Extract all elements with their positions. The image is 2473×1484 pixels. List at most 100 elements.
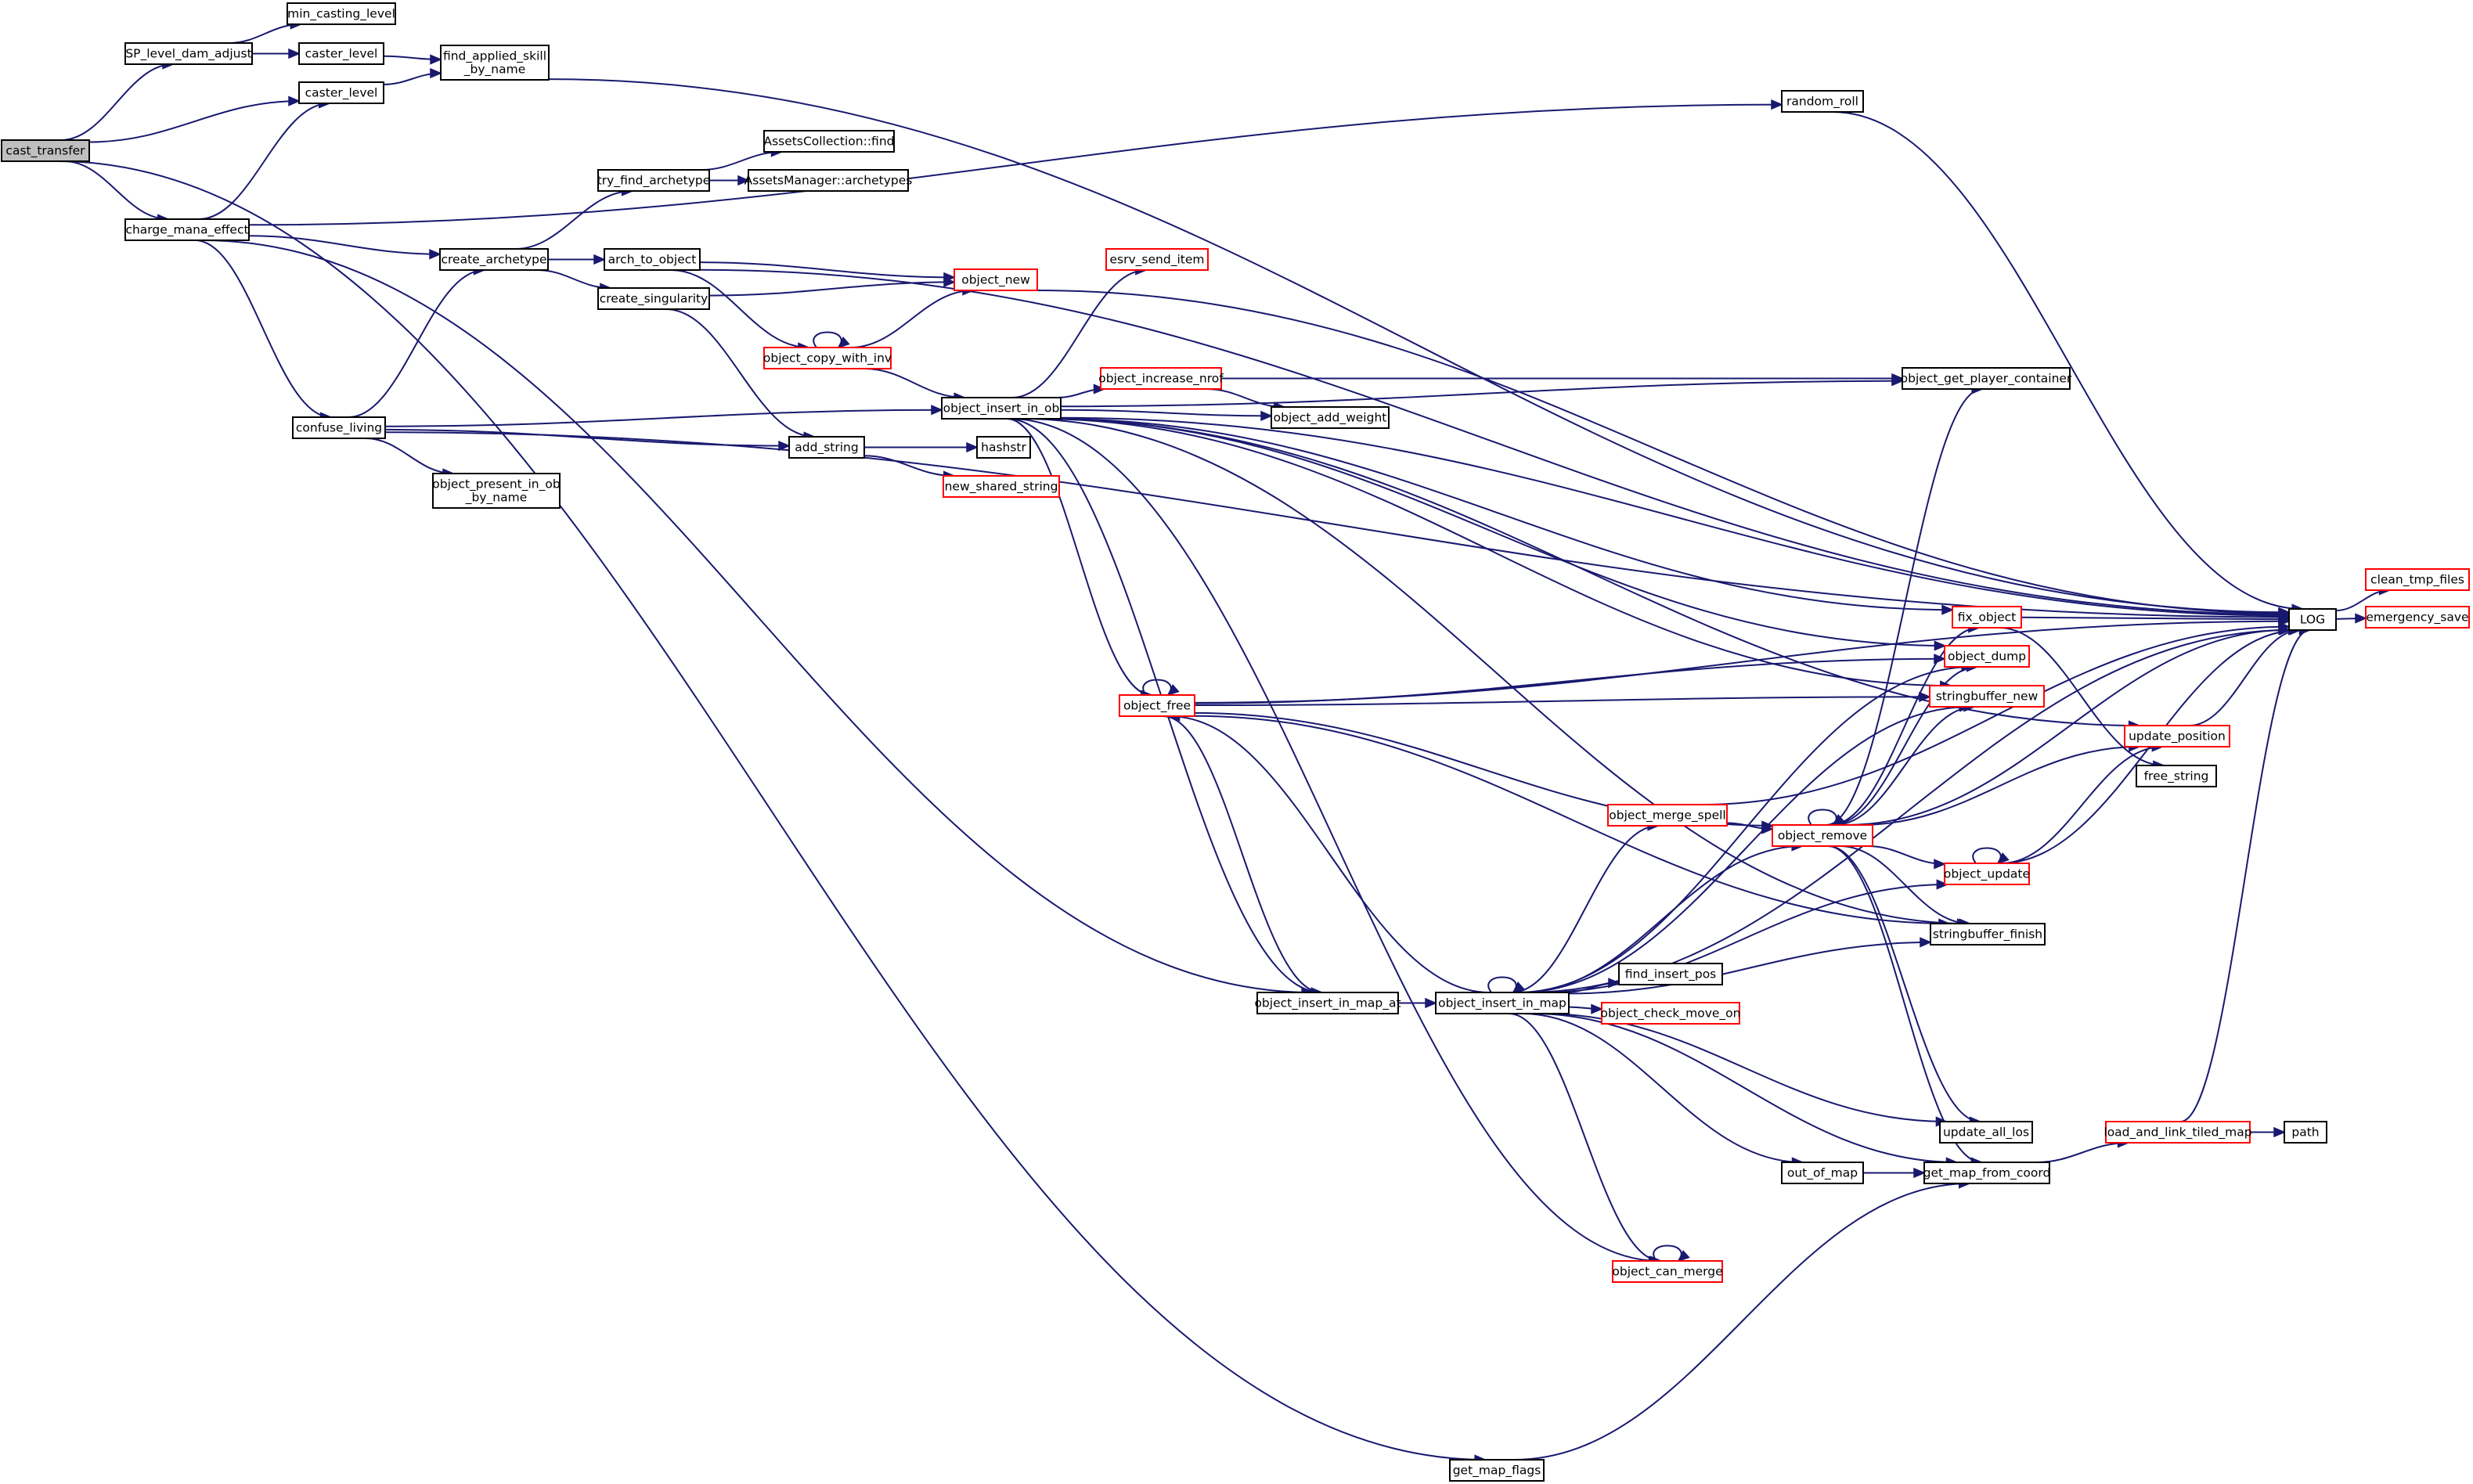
node-label: min_casting_level <box>287 7 395 22</box>
node-SP-level-dam-adjust[interactable]: SP_level_dam_adjust <box>124 42 253 65</box>
node-AssetsCollection-find[interactable]: AssetsCollection::find <box>763 130 895 153</box>
node-object-can-merge[interactable]: object_can_merge <box>1612 1260 1723 1283</box>
node-get-map-flags[interactable]: get_map_flags <box>1449 1459 1545 1482</box>
node-object-copy-with-inv[interactable]: object_copy_with_inv <box>763 347 892 369</box>
edge-object-insert-in-ob-to-object-dump <box>1043 418 1947 651</box>
node-object-insert-in-map-at[interactable]: object_insert_in_map_at <box>1254 992 1401 1014</box>
node-create-archetype[interactable]: create_archetype <box>439 248 549 271</box>
node-esrv-send-item[interactable]: esrv_send_item <box>1105 248 1209 271</box>
node-label: object_can_merge <box>1612 1265 1722 1280</box>
node-charge-mana-effect[interactable]: charge_mana_effect <box>124 218 250 241</box>
node-box <box>1781 90 1864 113</box>
node-object-insert-in-map[interactable]: object_insert_in_map <box>1435 992 1570 1014</box>
edge-object-insert-in-map-to-object-insert-in-map <box>1487 976 1525 994</box>
node-find-insert-pos[interactable]: find_insert_pos <box>1618 963 1723 985</box>
node-label: object_check_move_on <box>1601 1007 1741 1021</box>
node-box <box>439 248 549 271</box>
node-box <box>1952 606 2022 629</box>
edge-charge-mana-effect-to-random-roll <box>248 99 1783 226</box>
edge-object-insert-in-map-at-to-object-insert-in-map <box>1398 997 1437 1009</box>
edge-object-free-to-object-free <box>1142 679 1180 697</box>
node-emergency-save[interactable]: emergency_save <box>2365 606 2470 629</box>
node-box <box>2288 608 2337 631</box>
node-box <box>597 287 710 310</box>
edge-LOG-to-emergency-save <box>2335 613 2367 624</box>
edge-fix-object-to-LOG <box>2021 614 2291 625</box>
edge-cast-transfer-to-caster-level-2 <box>88 95 301 143</box>
edge-object-insert-in-ob-to-object-add-weight <box>1060 409 1273 421</box>
node-random-roll[interactable]: random_roll <box>1781 90 1864 113</box>
node-stringbuffer-finish[interactable]: stringbuffer_finish <box>1930 923 2046 946</box>
node-box <box>1618 963 1723 985</box>
node-clean-tmp-files[interactable]: clean_tmp_files <box>2365 568 2470 591</box>
node-box <box>763 347 892 369</box>
node-get-map-from-coord[interactable]: get_map_from_coord <box>1923 1162 2051 1184</box>
node-box <box>1256 992 1399 1014</box>
node-box <box>1944 863 2030 885</box>
node-object-insert-in-ob[interactable]: object_insert_in_ob <box>941 397 1062 420</box>
node-label: add_string <box>795 441 858 456</box>
node-label: object_copy_with_inv <box>763 351 892 366</box>
node-caster-level-2[interactable]: caster_level <box>298 81 384 104</box>
node-label: LOG <box>2300 613 2325 627</box>
node-object-increase-nrof[interactable]: object_increase_nrof <box>1098 367 1224 390</box>
node-label: object_get_player_container <box>1901 372 2072 387</box>
node-object-merge-spell[interactable]: object_merge_spell <box>1607 804 1728 827</box>
node-add-string[interactable]: add_string <box>788 436 865 459</box>
node-object-new[interactable]: object_new <box>954 268 1038 291</box>
node-caster-level-1[interactable]: caster_level <box>298 42 384 65</box>
node-label: _by_name <box>465 491 527 506</box>
node-object-update[interactable]: object_update <box>1944 863 2030 885</box>
node-label: find_applied_skill <box>443 49 546 64</box>
node-try-find-archetype[interactable]: try_find_archetype <box>597 169 711 192</box>
node-label: out_of_map <box>1787 1166 1858 1181</box>
node-arch-to-object[interactable]: arch_to_object <box>604 248 701 271</box>
node-hashstr[interactable]: hashstr <box>976 436 1031 459</box>
node-path[interactable]: path <box>2284 1121 2327 1144</box>
node-label: object_remove <box>1778 829 1867 844</box>
node-update-position[interactable]: update_position <box>2124 725 2230 747</box>
edge-object-copy-with-inv-to-object-copy-with-inv <box>813 331 850 349</box>
edge-object-insert-in-map-to-object-check-move-on <box>1568 1003 1603 1014</box>
node-object-get-player-container[interactable]: object_get_player_container <box>1901 367 2072 390</box>
node-update-all-los[interactable]: update_all_los <box>1939 1121 2033 1144</box>
edge-confuse-living-to-object-insert-in-ob <box>384 405 943 427</box>
node-fix-object[interactable]: fix_object <box>1952 606 2022 629</box>
node-object-present-in-ob-by-name[interactable]: object_present_in_ob_by_name <box>432 473 561 509</box>
edge-object-insert-in-map-to-object-update <box>1541 879 1949 993</box>
node-min-casting-level[interactable]: min_casting_level <box>287 2 396 25</box>
node-load-and-link-tiled-map[interactable]: load_and_link_tiled_map <box>2103 1121 2252 1144</box>
node-cast-transfer[interactable]: cast_transfer <box>1 139 90 162</box>
node-label: SP_level_dam_adjust <box>125 47 251 62</box>
node-label: AssetsManager::archetypes <box>744 174 913 188</box>
node-box <box>604 248 701 271</box>
node-label: try_find_archetype <box>597 174 711 189</box>
node-create-singularity[interactable]: create_singularity <box>597 287 710 310</box>
node-new-shared-string[interactable]: new_shared_string <box>943 475 1060 498</box>
node-box <box>1612 1260 1723 1283</box>
node-label: object_update <box>1944 867 2030 882</box>
node-object-add-weight[interactable]: object_add_weight <box>1271 406 1390 429</box>
node-box <box>763 130 895 153</box>
edge-caster-level-1-to-find-applied-skill-by-name <box>383 54 442 65</box>
node-object-remove[interactable]: object_remove <box>1772 824 1873 847</box>
node-box <box>287 2 396 25</box>
edge-object-insert-in-map-to-stringbuffer-finish <box>1568 937 1932 995</box>
node-object-dump[interactable]: object_dump <box>1944 645 2030 668</box>
node-label: object_merge_spell <box>1609 809 1725 823</box>
node-label: new_shared_string <box>945 480 1058 495</box>
node-LOG[interactable]: LOG <box>2288 608 2337 631</box>
node-object-check-move-on[interactable]: object_check_move_on <box>1601 1002 1741 1025</box>
edge-object-free-to-stringbuffer-new <box>1194 691 1931 706</box>
edge-object-insert-in-ob-to-object-increase-nrof <box>1058 384 1106 398</box>
node-find-applied-skill-by-name[interactable]: find_applied_skill_by_name <box>440 45 550 81</box>
node-free-string[interactable]: free_string <box>2136 765 2217 787</box>
node-object-free[interactable]: object_free <box>1119 694 1195 717</box>
node-box <box>1100 367 1222 390</box>
node-stringbuffer-new[interactable]: stringbuffer_new <box>1929 685 2045 708</box>
node-out-of-map[interactable]: out_of_map <box>1781 1162 1864 1184</box>
node-box <box>748 169 909 192</box>
node-confuse-living[interactable]: confuse_living <box>292 416 386 439</box>
node-AssetsManager-archetypes[interactable]: AssetsManager::archetypes <box>744 169 913 192</box>
